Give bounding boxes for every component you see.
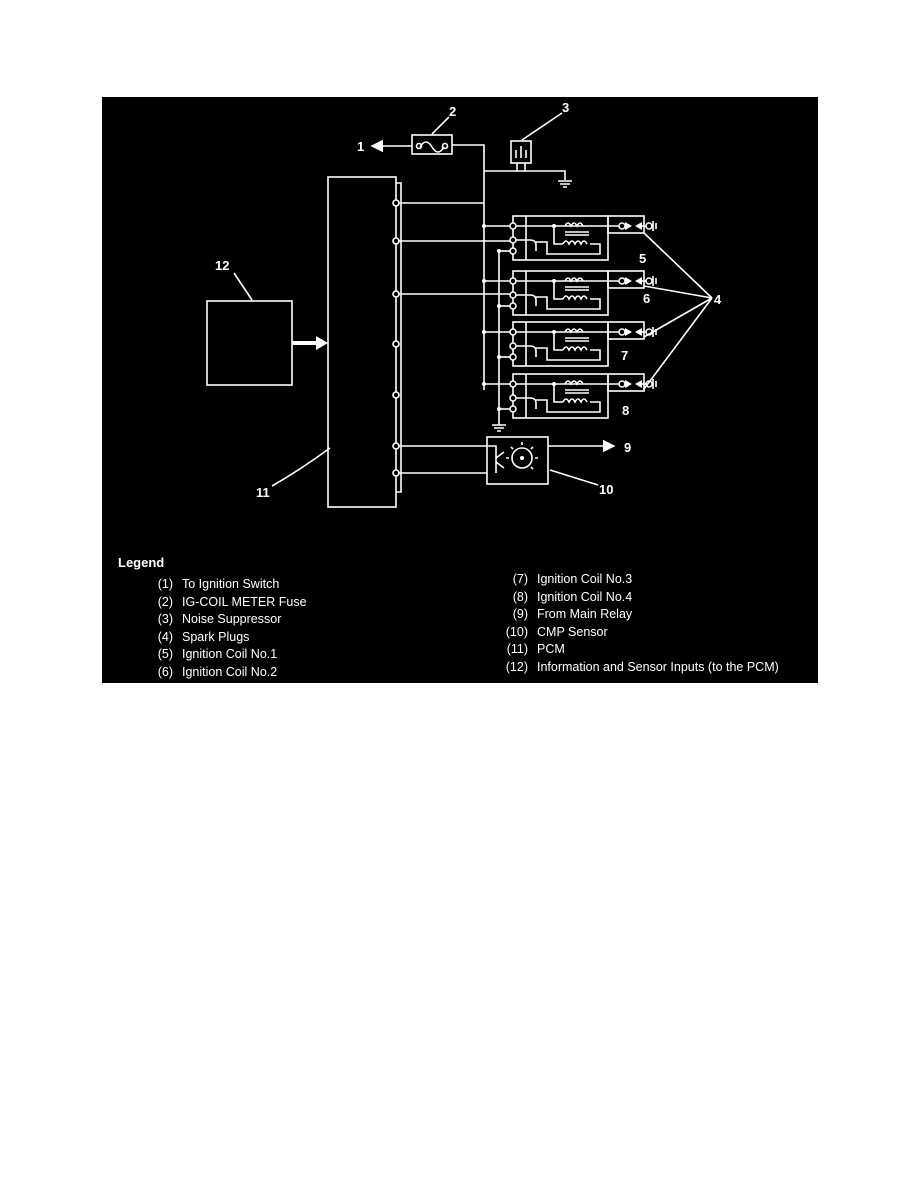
legend-item-text: Ignition Coil No.2 (182, 664, 278, 679)
legend-item-number: (1) (157, 577, 173, 591)
legend-item-text: Ignition Coil No.3 (537, 572, 633, 586)
legend-item: (6) Ignition Coil No.2 (147, 665, 307, 683)
legend-item-number: (3) (157, 612, 173, 626)
legend-item-number: (8) (512, 589, 528, 604)
legend-item-number: (7) (512, 572, 528, 586)
legend-item-number: (12) (505, 659, 528, 674)
callout-8: 8 (622, 403, 629, 418)
legend-item: (7) Ignition Coil No.3 (502, 572, 779, 590)
legend-item-text: Information and Sensor Inputs (to the PC… (537, 659, 779, 674)
diagram-background (102, 97, 818, 683)
legend-item-text: Ignition Coil No.4 (537, 589, 633, 604)
legend-item-text: From Main Relay (537, 607, 633, 621)
legend-item-text: PCM (537, 642, 565, 656)
legend-item-number: (2) (157, 594, 173, 609)
legend: Legend (1) To Ignition Switch (2) IG-COIL M… (102, 540, 818, 683)
legend-item-text: IG-COIL METER Fuse (182, 594, 307, 609)
legend-item: (11) PCM (502, 642, 779, 660)
legend-item-text: Noise Suppressor (182, 612, 282, 626)
noise-suppressor (510, 140, 532, 171)
legend-item: (1) To Ignition Switch (147, 577, 307, 595)
legend-item-number: (5) (157, 647, 173, 661)
callout-1: 1 (357, 139, 364, 154)
ground-icon (492, 424, 506, 432)
legend-item-number: (10) (505, 624, 528, 639)
callout-9: 9 (624, 440, 631, 455)
legend-item-number: (9) (512, 607, 528, 621)
callout-10: 10 (599, 482, 613, 497)
callout-12: 12 (215, 258, 229, 273)
legend-item-text: Ignition Coil No.1 (182, 647, 278, 661)
callout-5: 5 (639, 251, 646, 266)
legend-title: Legend (118, 555, 165, 570)
power-bus (452, 144, 485, 390)
legend-item: (5) Ignition Coil No.1 (147, 647, 307, 665)
legend-left-column: (1) To Ignition Switch (2) IG-COIL METER Fu… (147, 577, 307, 682)
legend-item-text: To Ignition Switch (182, 577, 280, 591)
ignition-coil-1 (482, 215, 657, 261)
legend-item: (9) From Main Relay (502, 607, 779, 625)
legend-item-number: (11) (506, 642, 528, 656)
callout-3: 3 (562, 100, 569, 115)
callout-4: 4 (714, 292, 722, 307)
ignition-coil-2 (482, 270, 657, 316)
legend-item-number: (6) (157, 664, 173, 679)
callout-11: 11 (256, 485, 270, 500)
callout-2: 2 (449, 104, 456, 119)
legend-item: (12) Information and Sensor Inputs (to th… (502, 660, 779, 678)
legend-right-column: (7) Ignition Coil No.3 (8) Ignition Coil No… (502, 572, 779, 677)
legend-item: (10) CMP Sensor (502, 625, 779, 643)
legend-item-text: Spark Plugs (182, 629, 250, 644)
cmp-sensor (399, 436, 549, 485)
legend-item: (3) Noise Suppressor (147, 612, 307, 630)
ground-icon (558, 180, 572, 188)
legend-item-number: (4) (157, 629, 173, 644)
legend-item-text: CMP Sensor (537, 624, 608, 639)
callout-6: 6 (643, 291, 650, 306)
ignition-coil-4 (482, 373, 657, 419)
legend-item: (4) Spark Plugs (147, 630, 307, 648)
input-arrow (316, 336, 328, 350)
legend-item: (2) IG-COIL METER Fuse (147, 595, 307, 613)
legend-item: (8) Ignition Coil No.4 (502, 590, 779, 608)
callout-7: 7 (621, 348, 628, 363)
